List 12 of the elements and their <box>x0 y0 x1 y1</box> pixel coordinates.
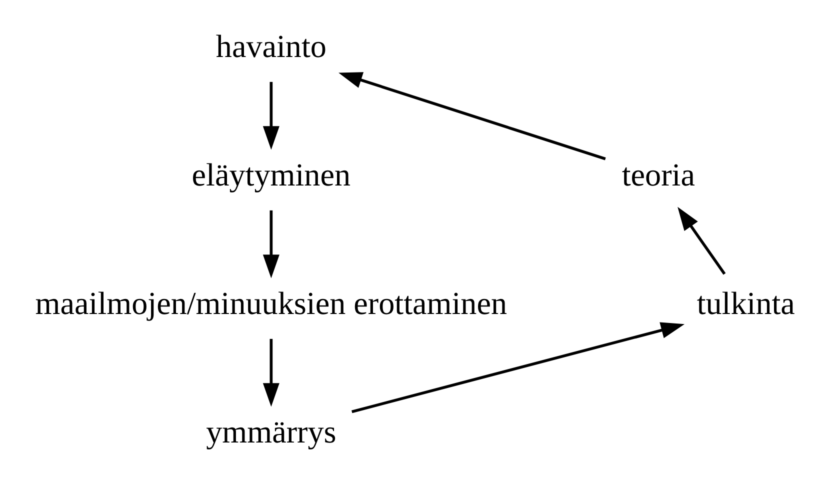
arrow <box>678 206 726 275</box>
node-text: eläytyminen <box>192 156 351 193</box>
arrow <box>352 322 685 414</box>
arrow <box>262 210 280 278</box>
node-text: havainto <box>216 28 326 64</box>
node-text: teoria <box>622 156 695 193</box>
node-text: maailmojen/minuuksien erottaminen <box>35 285 508 322</box>
node-text: ymmärrys <box>206 414 336 450</box>
arrow <box>262 82 280 150</box>
arrow <box>262 338 280 407</box>
arrow <box>338 72 606 160</box>
node-text: tulkinta <box>696 285 795 322</box>
